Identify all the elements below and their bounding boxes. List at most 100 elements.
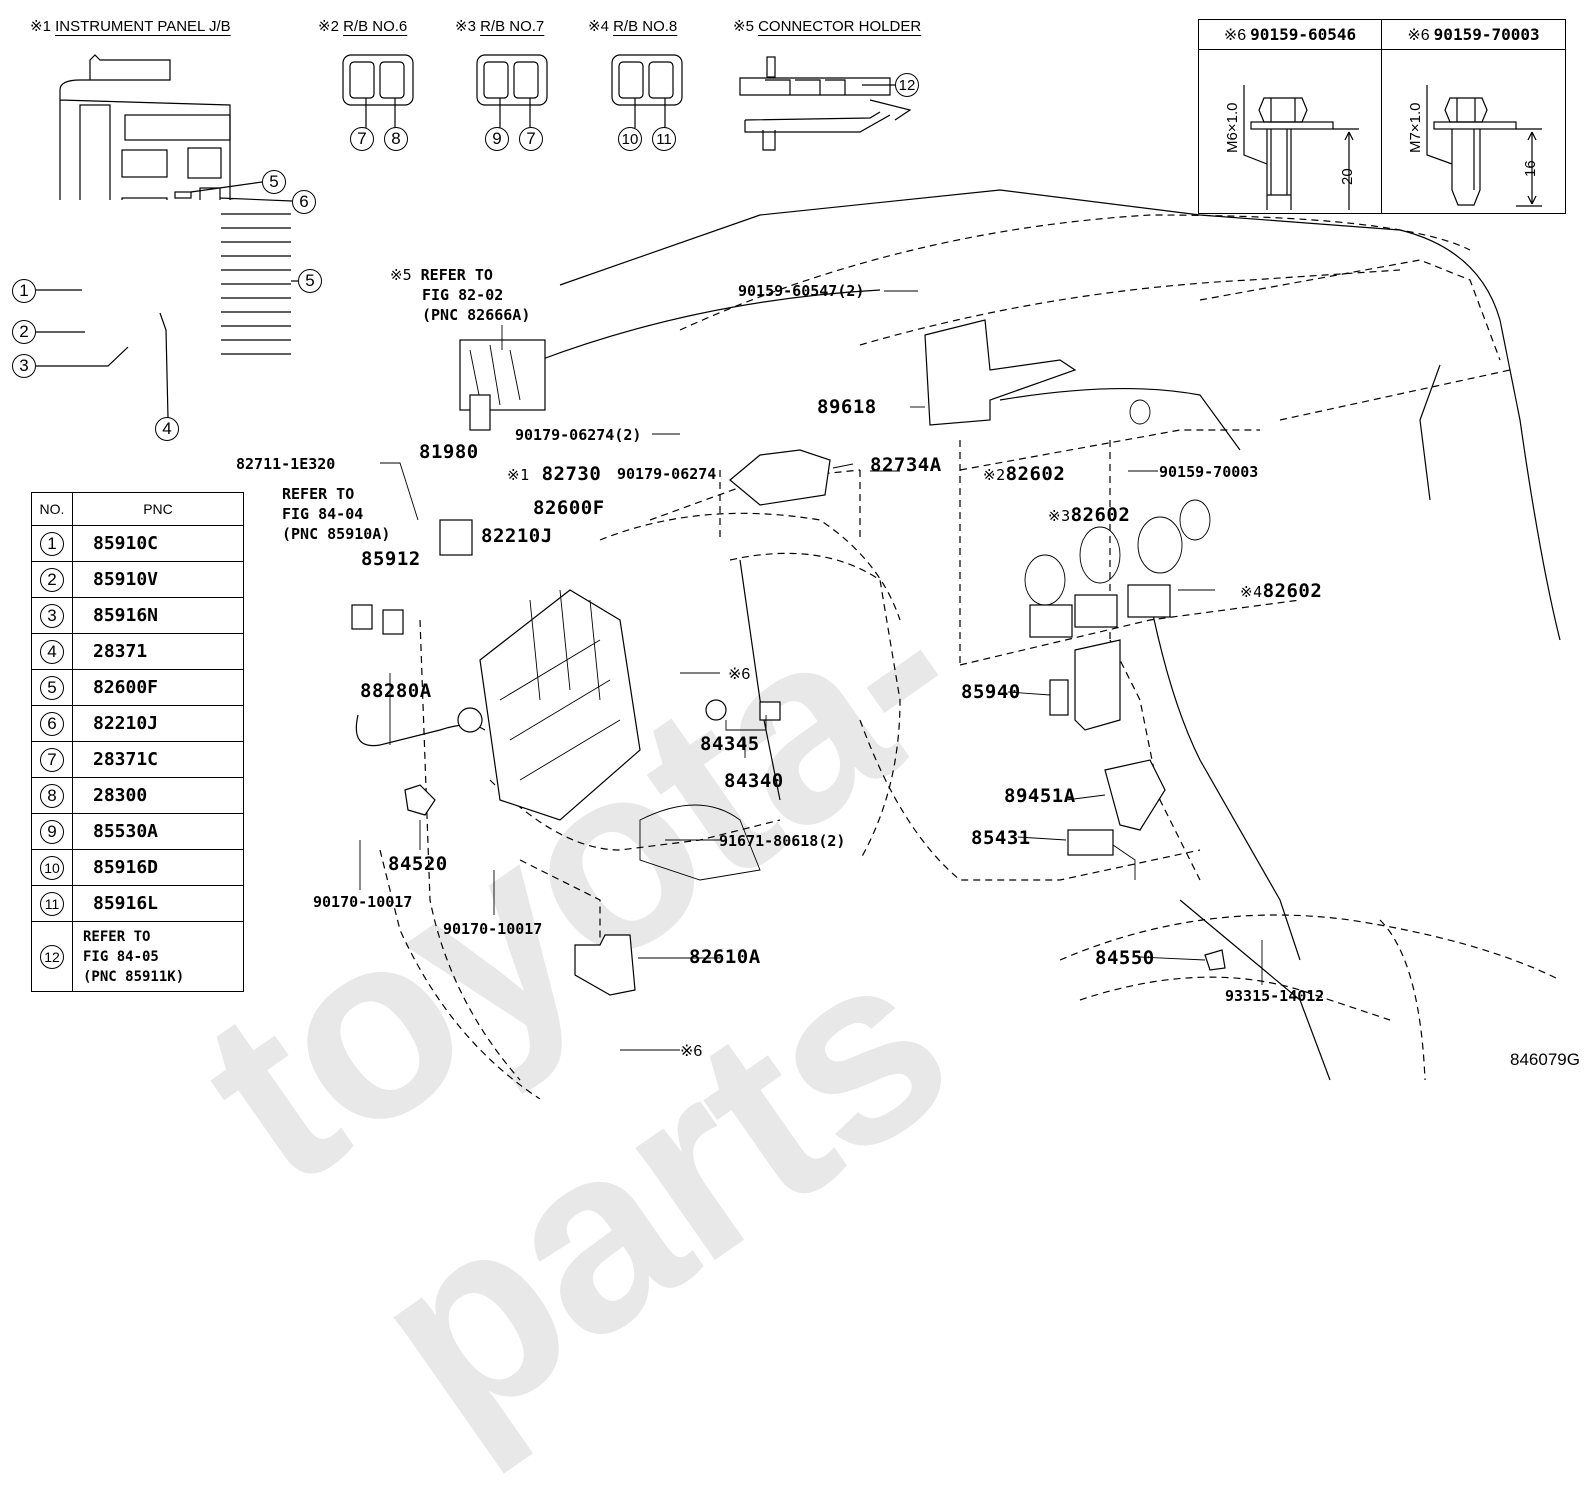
ref-line: REFER TO xyxy=(282,485,355,503)
row-number: 9 xyxy=(40,819,64,844)
callout-12: 12 xyxy=(895,73,919,97)
col-pnc: PNC xyxy=(72,492,244,526)
part-number: 82602 xyxy=(1262,580,1323,602)
callout-9: 9 xyxy=(485,127,509,151)
label-84340: 84340 xyxy=(724,770,784,792)
label-93315-14012: 93315-14012 xyxy=(1225,987,1325,1005)
label-refer-fig-82-02: ※5 REFER TO FIG 82-02 (PNC 82666A) xyxy=(390,265,530,325)
callout-11: 11 xyxy=(652,127,676,151)
label-84520: 84520 xyxy=(388,853,448,875)
header-rb-no8: ※4 R/B NO.8 xyxy=(588,17,677,35)
jb-callout-5b: 5 xyxy=(298,269,322,293)
part-number: 82602 xyxy=(1005,463,1066,485)
ref-mark: ※5 xyxy=(733,18,754,35)
ref-line: REFER TO xyxy=(420,266,493,284)
label-82210j: 82210J xyxy=(481,525,553,547)
group-title: R/B NO.6 xyxy=(343,18,408,35)
bolt-length: 16 xyxy=(1522,160,1539,177)
row-pnc: 85916D xyxy=(72,849,244,886)
header-rb-no6: ※2 R/B NO.6 xyxy=(318,17,407,35)
label-82734a: 82734A xyxy=(870,454,942,476)
ref-line: FIG 84-04 xyxy=(282,505,364,523)
label-91671-80618: 91671-80618(2) xyxy=(719,832,846,850)
group-title: R/B NO.8 xyxy=(613,18,678,35)
label-90159-70003: 90159-70003 xyxy=(1159,463,1259,481)
row-number: 6 xyxy=(40,711,64,736)
label-82730: ※1 82730 xyxy=(507,463,601,485)
ref-line: (PNC 85910A) xyxy=(282,525,391,543)
bolt-part-number: 90159-60546 xyxy=(1250,25,1357,44)
row-pnc: 82210J xyxy=(72,705,244,742)
row-number: 10 xyxy=(40,855,64,880)
label-82610a: 82610A xyxy=(689,946,761,968)
row-pnc: 85530A xyxy=(72,813,244,850)
label-82602-rb8: ※482602 xyxy=(1240,580,1322,602)
header-instrument-panel-jb: ※1 INSTRUMENT PANEL J/B xyxy=(30,17,231,35)
table-row: 6 82210J xyxy=(31,705,244,742)
bolt-part-number: 90159-70003 xyxy=(1433,25,1540,44)
callout-8: 8 xyxy=(384,127,408,151)
dash-outline-top xyxy=(559,189,1401,286)
row-pnc: 28371C xyxy=(72,741,244,778)
dashboard-drawing xyxy=(351,189,1561,1099)
ref-mark: ※4 xyxy=(588,18,609,35)
header-rb-no7: ※3 R/B NO.7 xyxy=(455,17,544,35)
bolt-spec-table: ※6 90159-60546 ※6 90159-70003 M6×1.0 20 xyxy=(1198,19,1566,214)
ref-mark: ※2 xyxy=(318,18,339,35)
row-pnc: 85916L xyxy=(72,885,244,922)
thread-spec: M7×1.0 xyxy=(1407,102,1424,153)
row-number: 11 xyxy=(40,891,64,916)
part-number: 82602 xyxy=(1070,504,1131,526)
label-85912: 85912 xyxy=(361,548,421,570)
row-number: 12 xyxy=(40,944,64,969)
pnc-table-header: NO. PNC xyxy=(31,492,244,526)
jb-callout-3: 3 xyxy=(12,354,36,378)
jb-callout-5: 5 xyxy=(262,170,286,194)
group-title: R/B NO.7 xyxy=(480,18,545,35)
jb-callout-4: 4 xyxy=(155,417,179,441)
ref-line: (PNC 82666A) xyxy=(422,306,531,324)
row-pnc: 28371 xyxy=(72,633,244,670)
row-number: 2 xyxy=(40,567,64,592)
ref-mark: ※6 xyxy=(1407,26,1430,44)
figure-id: 846079G xyxy=(1510,1050,1580,1069)
jb-callout-1: 1 xyxy=(12,279,36,303)
ref-line: REFER TO xyxy=(83,928,151,945)
row-number: 7 xyxy=(40,747,64,772)
ref-line: (PNC 85911K) xyxy=(83,968,185,985)
table-row: 10 85916D xyxy=(31,849,244,886)
table-row: 2 85910V xyxy=(31,561,244,598)
row-pnc-reference: REFER TO FIG 84-05 (PNC 85911K) xyxy=(72,921,244,992)
ref-mark: ※4 xyxy=(1240,583,1263,601)
label-89451a: 89451A xyxy=(1004,785,1076,807)
label-85940: 85940 xyxy=(961,681,1021,703)
row-number: 4 xyxy=(40,639,64,664)
label-90179-06274: 90179-06274 xyxy=(617,465,717,483)
group-title: INSTRUMENT PANEL J/B xyxy=(55,18,231,35)
ref-mark: ※3 xyxy=(455,18,476,35)
jb-callout-6: 6 xyxy=(292,190,316,214)
bolt-spec-drawing-1: M6×1.0 20 xyxy=(1199,50,1382,213)
table-row: 7 28371C xyxy=(31,741,244,778)
label-refer-fig-84-04: REFER TO FIG 84-04 (PNC 85910A) xyxy=(282,484,390,544)
label-90159-60547: 90159-60547(2) xyxy=(738,282,865,300)
bolt-length: 20 xyxy=(1339,168,1356,185)
bolt-icon xyxy=(1243,85,1359,210)
ref-mark: ※3 xyxy=(1048,507,1071,525)
row-pnc: 85910V xyxy=(72,561,244,598)
bolt-icon xyxy=(1426,85,1542,207)
group-title: CONNECTOR HOLDER xyxy=(758,18,922,35)
callout-10: 10 xyxy=(618,127,642,151)
ref-mark: ※1 xyxy=(507,466,530,484)
ref-mark: ※5 xyxy=(390,266,412,284)
jb-callout-2: 2 xyxy=(12,320,36,344)
col-no: NO. xyxy=(31,492,73,526)
row-number: 1 xyxy=(40,531,64,556)
row-number: 5 xyxy=(40,675,64,700)
label-ref-6-a: ※6 xyxy=(728,666,751,683)
table-row: 11 85916L xyxy=(31,885,244,922)
